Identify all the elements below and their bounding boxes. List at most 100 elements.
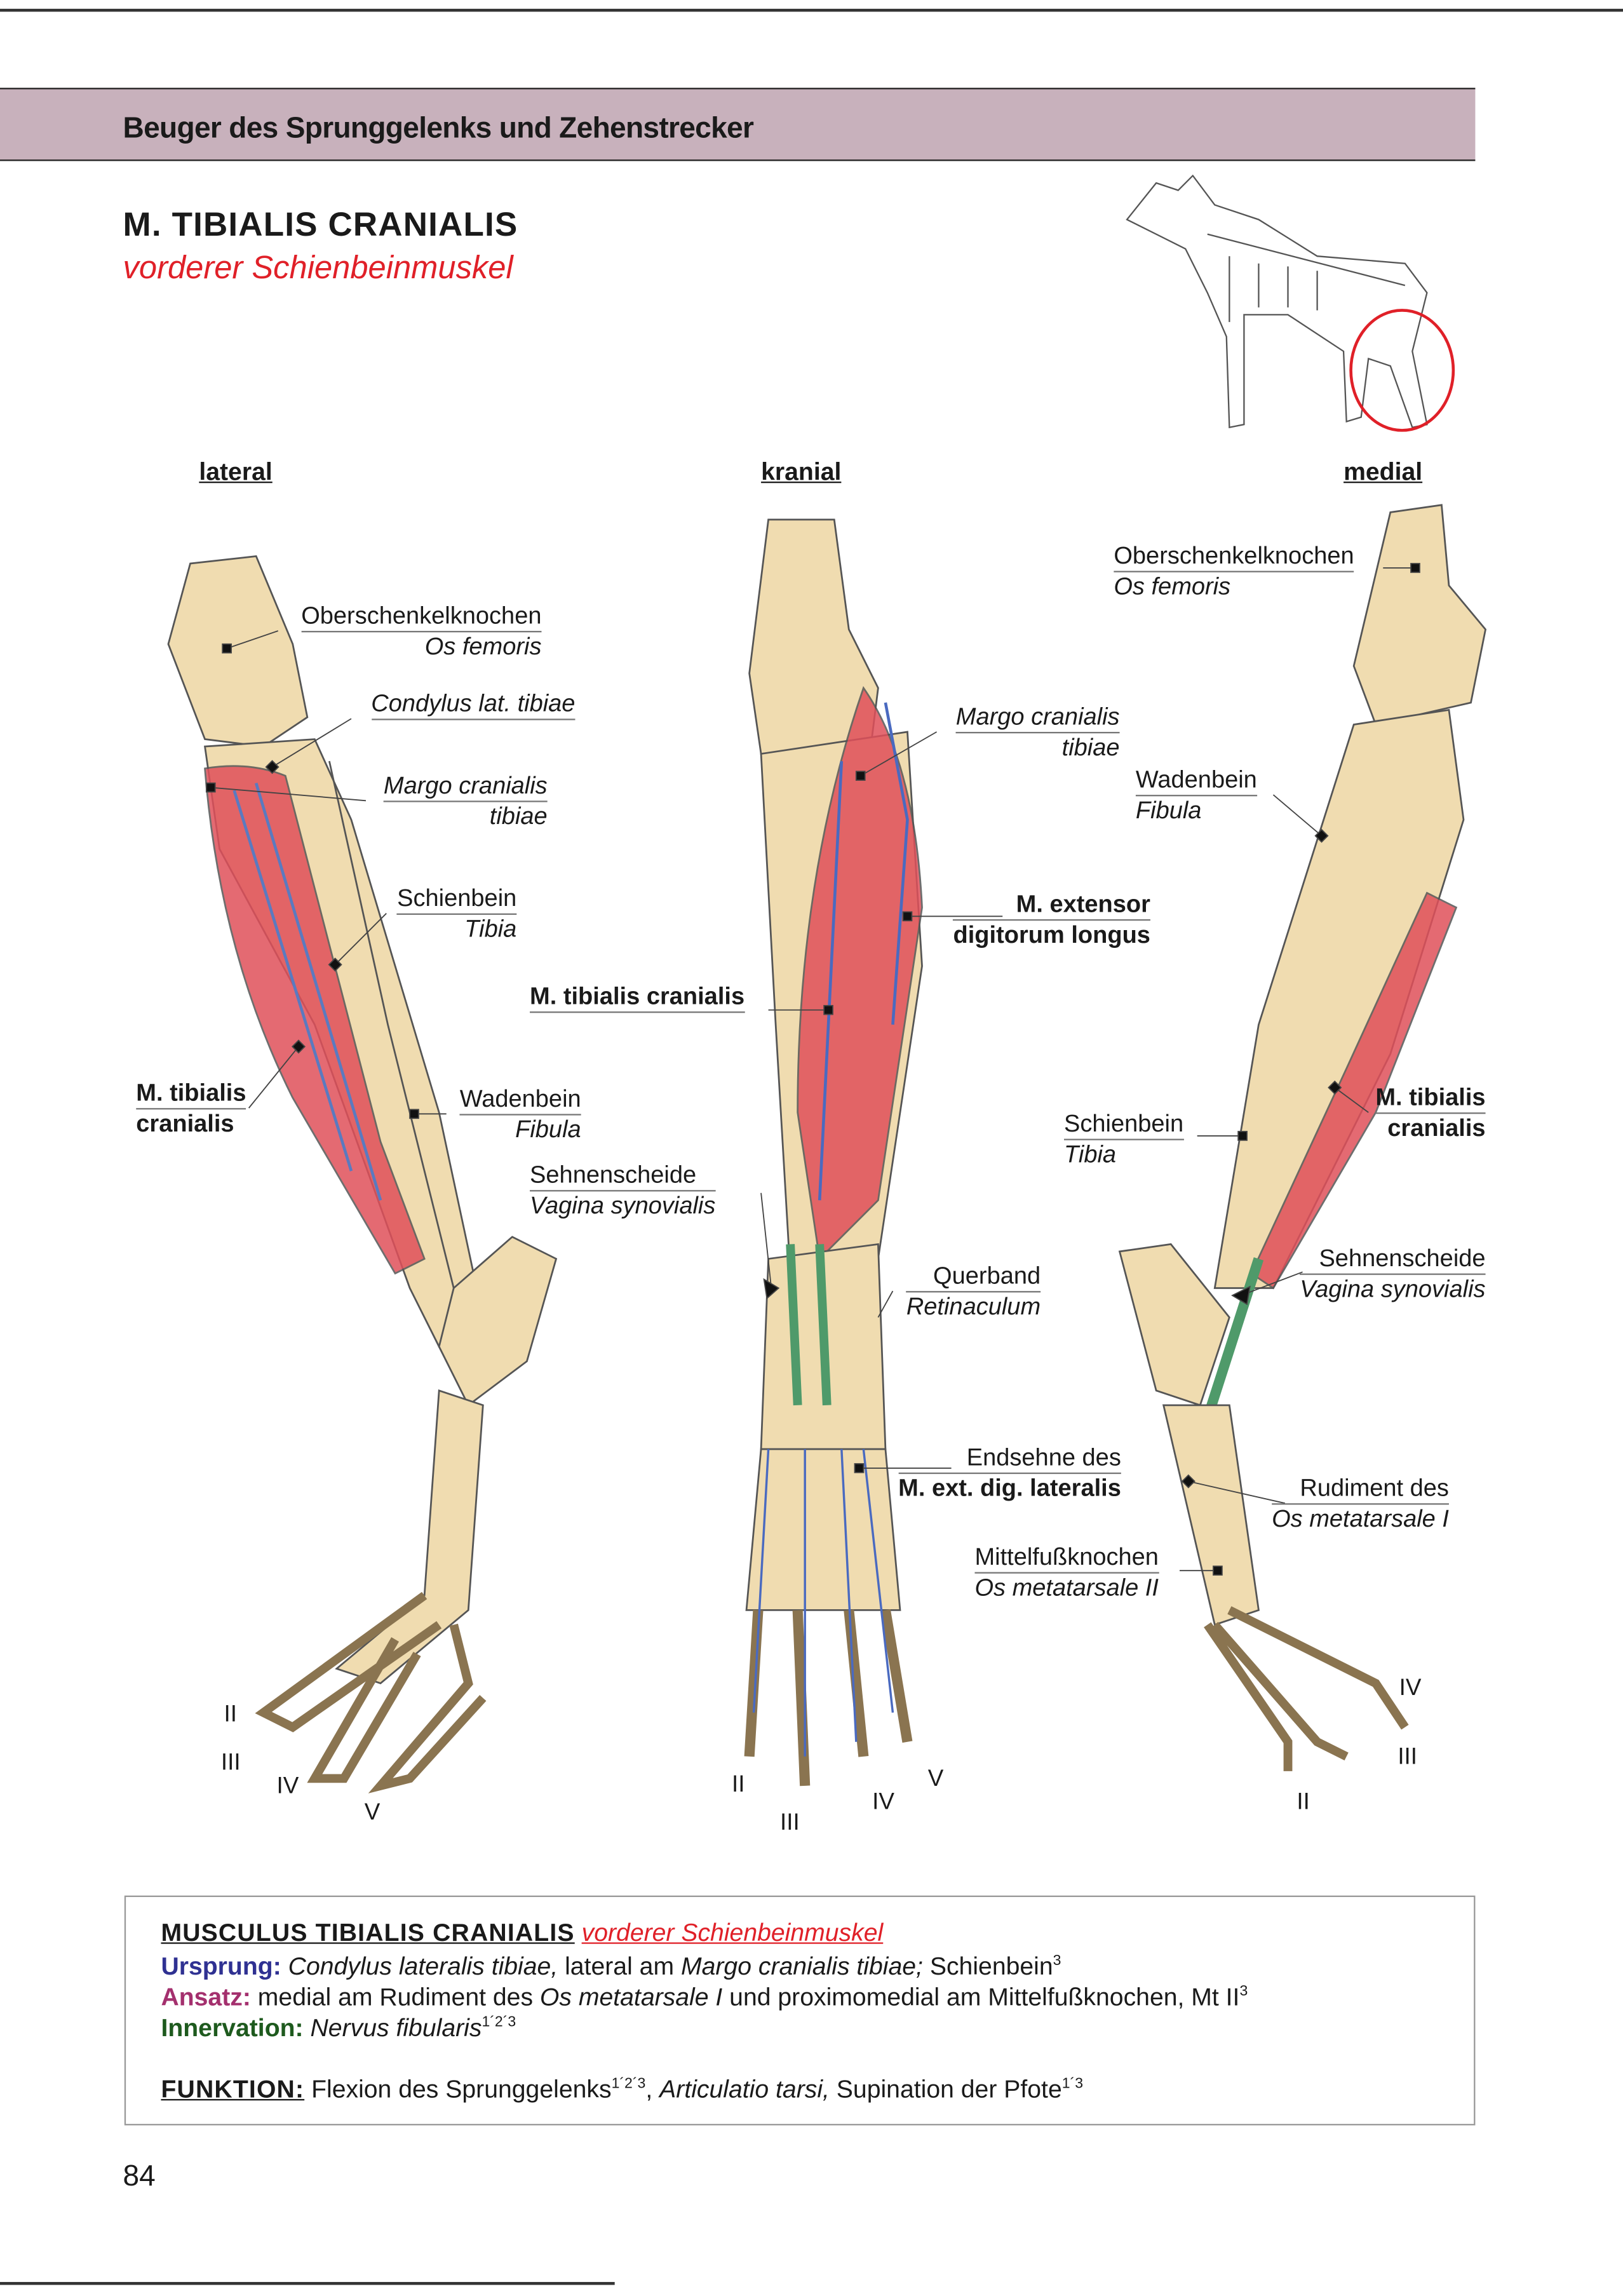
text: Margo cranialis tibiae; (680, 1952, 923, 1981)
label-latin: Os metatarsale I (1272, 1506, 1449, 1533)
ansatz-line: Ansatz: medial am Rudiment des Os metata… (161, 1983, 1248, 2013)
label-latin: Os femoris (1114, 574, 1231, 600)
muscle-title: M. TIBIALIS CRANIALIS (123, 205, 518, 243)
top-rule (0, 8, 1623, 11)
label-latin: Vagina synovialis (1300, 1276, 1486, 1303)
label-text: M. ext. dig. lateralis (898, 1475, 1121, 1502)
label-text: Querband (906, 1262, 1041, 1293)
label-latin: Tibia (1064, 1142, 1117, 1168)
reference-sup: 1´2´3 (611, 2076, 646, 2093)
reference-sup: 3 (1053, 1953, 1061, 1969)
region-highlight-circle (1349, 309, 1455, 432)
label-lat-condylus: Condylus lat. tibiae (371, 689, 576, 720)
text: medial am Rudiment des (250, 1983, 540, 2011)
section-title: Beuger des Sprunggelenks und Zehenstreck… (123, 112, 754, 145)
label-text: Oberschenkelknochen (1114, 541, 1354, 572)
label-text: Schienbein (1064, 1109, 1184, 1140)
label-text: Wadenbein (1135, 766, 1257, 797)
reference-sup: 3 (1239, 1983, 1248, 2001)
funktion-label: FUNKTION: (161, 2076, 305, 2104)
digit-label: V (364, 1800, 380, 1826)
innervation-label: Innervation: (161, 2014, 304, 2043)
label-text: M. tibialis cranialis (530, 982, 745, 1013)
label-text: Condylus lat. tibiae (371, 689, 576, 720)
label-text: M. tibialis (136, 1079, 246, 1110)
label-latin: Os metatarsale II (974, 1575, 1159, 1602)
label-text: Wadenbein (459, 1084, 581, 1116)
lateral-leg-illustration (167, 555, 558, 1793)
label-text: Endsehne des (898, 1443, 1121, 1475)
label-text: digitorum longus (953, 922, 1150, 949)
muscle-info-box: MUSCULUS TIBIALIS CRANIALIS vorderer Sch… (124, 1895, 1476, 2126)
label-latin: Tibia (464, 916, 517, 943)
section-header: Beuger des Sprunggelenks und Zehenstreck… (0, 88, 1476, 161)
text: Condylus lateralis tibiae, (288, 1952, 558, 1981)
digit-label: III (780, 1811, 800, 1836)
label-text: M. tibialis (1375, 1083, 1486, 1114)
view-heading-kranial: kranial (761, 458, 842, 486)
digit-label: III (1397, 1745, 1418, 1770)
digit-label: IV (872, 1790, 895, 1815)
page-number: 84 (123, 2160, 156, 2193)
digit-label: II (224, 1702, 237, 1727)
label-latin: Fibula (515, 1116, 581, 1144)
label-text: Margo cranialis (383, 771, 548, 802)
view-heading-medial: medial (1344, 458, 1423, 486)
label-latin: Os femoris (424, 633, 542, 661)
leader-lines (205, 563, 1420, 1576)
reference-sup: 1´2´3 (482, 2015, 516, 2031)
dog-skeleton-thumbnail (1126, 174, 1428, 429)
label-text: Sehnenscheide (530, 1161, 716, 1192)
digit-label: V (927, 1766, 944, 1792)
medial-leg-illustration (1118, 504, 1487, 1771)
label-latin: Vagina synovialis (530, 1192, 716, 1220)
ursprung-line: Ursprung: Condylus lateralis tibiae, lat… (161, 1953, 1061, 1982)
label-text: M. extensor (953, 890, 1150, 921)
info-heading-german: vorderer Schienbeinmuskel (581, 1919, 884, 1947)
funktion-line: FUNKTION: Flexion des Sprunggelenks1´2´3… (161, 2076, 1083, 2105)
label-latin: Retinaculum (906, 1293, 1041, 1321)
kranial-leg-illustration (744, 518, 923, 1786)
digit-label: II (1296, 1790, 1310, 1815)
ansatz-label: Ansatz: (161, 1983, 251, 2011)
label-text: Schienbein (397, 884, 517, 915)
text: Articulatio tarsi, (659, 2076, 830, 2104)
label-text: cranialis (136, 1111, 234, 1138)
info-heading: MUSCULUS TIBIALIS CRANIALIS (161, 1919, 575, 1947)
ursprung-label: Ursprung: (161, 1952, 281, 1981)
label-text: Margo cranialis (955, 703, 1120, 734)
text: Schienbein (922, 1952, 1053, 1981)
label-text: tibiae (1061, 734, 1120, 762)
label-text: tibiae (489, 803, 548, 830)
digit-label: IV (276, 1774, 299, 1799)
text: lateral am (558, 1952, 681, 1981)
digit-label: II (732, 1773, 745, 1798)
text: Flexion des Sprunggelenks (304, 2076, 612, 2104)
text: , (645, 2076, 660, 2104)
view-heading-lateral: lateral (199, 458, 273, 486)
digit-label: III (220, 1750, 241, 1776)
text: Supination der Pfote (829, 2076, 1062, 2104)
label-text: Rudiment des (1272, 1474, 1449, 1505)
text: Os metatarsale I (539, 1983, 723, 2011)
label-text: Sehnenscheide (1300, 1244, 1486, 1275)
text: und proximomedial am Mittelfußknochen, M… (722, 1983, 1240, 2011)
